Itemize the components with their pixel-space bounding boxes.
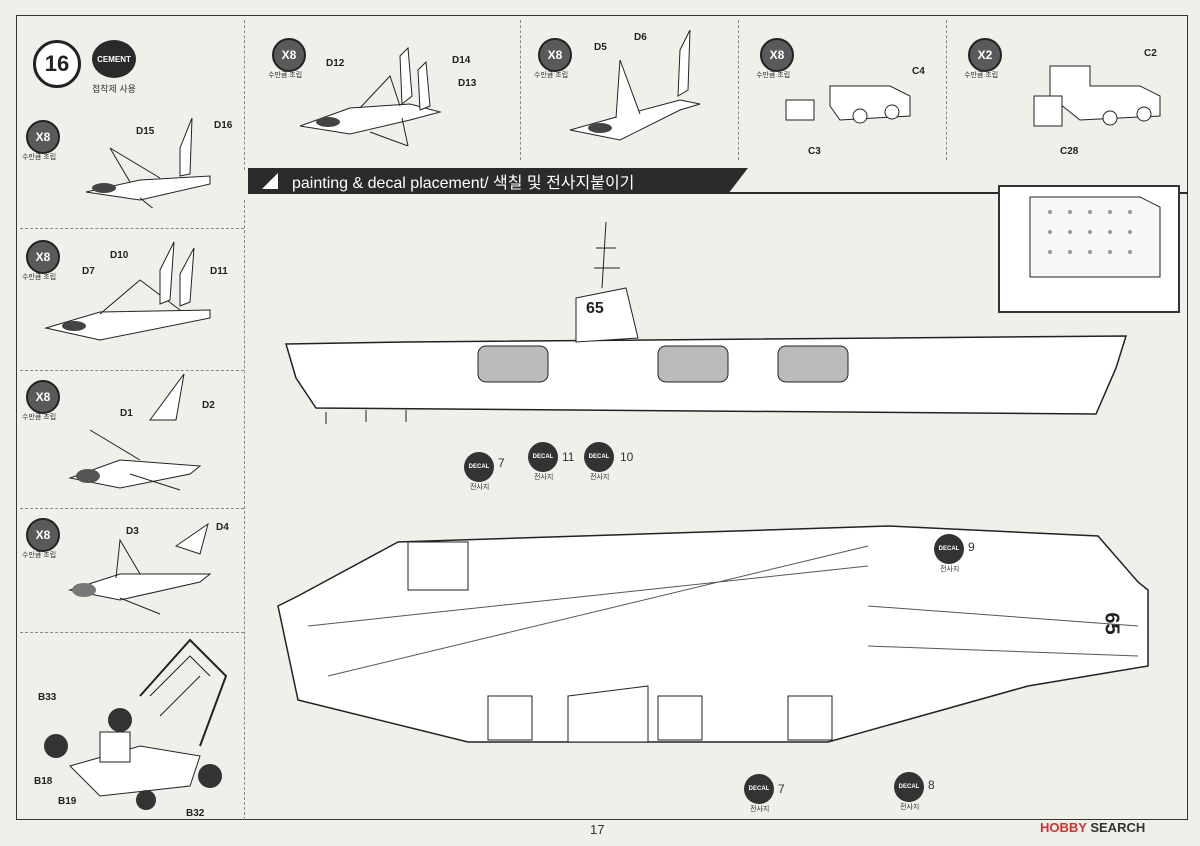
- qty-badge: X2: [968, 38, 1002, 72]
- divider: [946, 20, 947, 160]
- ship-top-view: [277, 525, 1149, 743]
- decal-caption: 전사지: [534, 474, 554, 481]
- part-label: D15: [136, 126, 155, 137]
- qty-caption: 수만큼 조립: [22, 154, 57, 161]
- page-frame: [16, 15, 1188, 820]
- decal-number: 7: [778, 782, 785, 796]
- decal-caption: 전사지: [940, 566, 960, 573]
- qty-badge: X8: [272, 38, 306, 72]
- decal-caption: 전사지: [470, 484, 490, 491]
- part-label: D14: [452, 55, 471, 66]
- decal-badge: DECAL: [744, 774, 774, 804]
- divider: [738, 20, 739, 160]
- watermark-suffix: SEARCH: [1090, 820, 1146, 835]
- part-label: D2: [202, 400, 215, 411]
- qty-badge: X8: [26, 380, 60, 414]
- divider: [244, 200, 245, 820]
- part-label: D12: [326, 58, 345, 69]
- decal-number: 10: [620, 450, 634, 464]
- part-label: D11: [210, 266, 228, 277]
- qty-caption: 수만큼 조립: [756, 72, 791, 79]
- decal-number: 8: [928, 778, 935, 792]
- jet-drawing: [299, 46, 442, 146]
- divider: [20, 632, 244, 633]
- qty-badge: X8: [26, 240, 60, 274]
- decal-caption: 전사지: [590, 474, 610, 481]
- decal-badge: DECAL: [528, 442, 558, 472]
- part-label: D7: [82, 266, 95, 277]
- qty-badge: X8: [26, 120, 60, 154]
- part-label: B19: [58, 796, 77, 807]
- fire-truck-drawing: [1033, 65, 1161, 127]
- decal-number: 9: [968, 540, 975, 554]
- qty-badge: X8: [26, 518, 60, 552]
- part-label: B33: [38, 692, 57, 703]
- jet-drawing: [44, 241, 211, 341]
- part-label: C2: [1144, 48, 1157, 59]
- part-label: C28: [1060, 146, 1079, 157]
- qty-caption: 수만큼 조립: [534, 72, 569, 79]
- part-label: D1: [120, 408, 133, 419]
- hull-number: 65: [586, 300, 604, 317]
- part-label: D16: [214, 120, 233, 131]
- divider: [20, 228, 244, 229]
- ship-side-view: [285, 221, 1128, 424]
- section-header: painting & decal placement/ 색칠 및 전사지붙이기: [248, 168, 748, 194]
- watermark-logo: HOBBY SEARCH: [1040, 820, 1145, 835]
- qty-badge: X8: [760, 38, 794, 72]
- part-label: C3: [808, 146, 821, 157]
- watermark-brand: HOBBY: [1040, 820, 1087, 835]
- jet-drawing: [68, 522, 212, 615]
- deck-detail-inset: [998, 185, 1180, 313]
- cement-icon: CEMENT: [92, 40, 136, 78]
- decal-caption: 전사지: [750, 806, 770, 813]
- part-label: D6: [634, 32, 647, 43]
- step-number: 16: [33, 40, 81, 88]
- tractor-drawing: [785, 85, 911, 124]
- divider: [20, 370, 244, 371]
- jet-drawing: [569, 30, 701, 141]
- part-label: D13: [458, 78, 477, 89]
- qty-caption: 수만큼 조립: [22, 552, 57, 559]
- decal-number: 11: [562, 450, 575, 464]
- part-label: B32: [186, 808, 205, 819]
- part-label: D5: [594, 42, 607, 53]
- section-header-text: painting & decal placement/ 색칠 및 전사지붙이기: [292, 175, 635, 192]
- divider: [20, 508, 244, 509]
- page-number: 17: [590, 822, 605, 837]
- decal-badge: DECAL: [934, 534, 964, 564]
- deck-number: 65: [1100, 612, 1123, 635]
- part-label: D10: [110, 250, 129, 261]
- divider: [244, 20, 245, 170]
- qty-caption: 수만큼 조립: [22, 274, 57, 281]
- qty-caption: 수만큼 조립: [964, 72, 999, 79]
- decal-badge: DECAL: [894, 772, 924, 802]
- decal-caption: 전사지: [900, 804, 920, 811]
- part-label: D4: [216, 522, 229, 533]
- qty-caption: 수만큼 조립: [22, 414, 57, 421]
- decal-badge: DECAL: [464, 452, 494, 482]
- part-label: D3: [126, 526, 139, 537]
- decal-badge: DECAL: [584, 442, 614, 472]
- part-label: C4: [912, 66, 925, 77]
- jet-drawing: [68, 373, 202, 491]
- decal-number: 7: [498, 456, 505, 470]
- divider: [520, 20, 521, 160]
- part-label: B18: [34, 776, 53, 787]
- qty-caption: 수만큼 조립: [268, 72, 303, 79]
- stand-drawing: [44, 638, 228, 810]
- jet-drawing: [85, 118, 211, 208]
- qty-badge: X8: [538, 38, 572, 72]
- cement-caption: 접착제 사용: [92, 84, 136, 94]
- triangle-icon: [262, 173, 278, 189]
